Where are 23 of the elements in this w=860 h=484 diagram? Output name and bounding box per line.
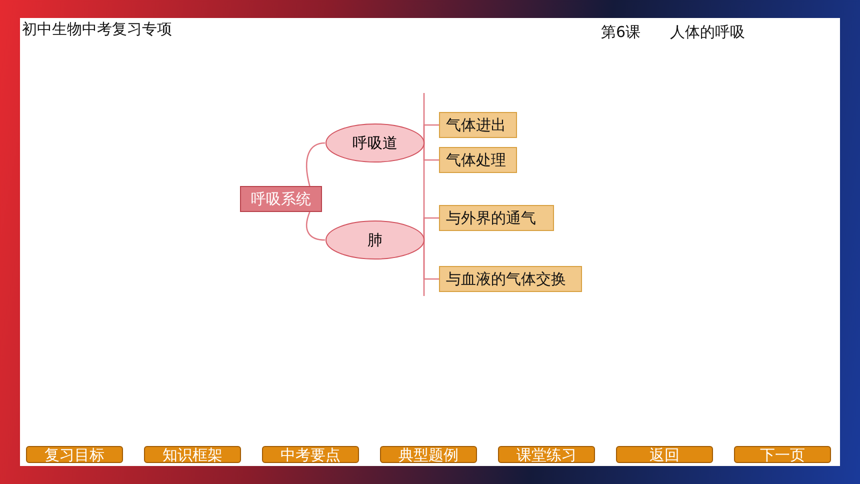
connector-line [423, 217, 439, 240]
connector-line [423, 240, 439, 280]
concept-box: 与血液的气体交换 [439, 266, 582, 292]
connector-line [306, 212, 326, 241]
nav-button: 返回 [616, 446, 713, 463]
topic-box: 呼吸系统 [240, 186, 322, 212]
concept-box: 气体处理 [439, 147, 517, 173]
topic-ellipse: 肺 [325, 220, 425, 260]
nav-button: 典型题例 [380, 446, 477, 463]
concept-box: 与外界的通气 [439, 205, 554, 231]
nav-button: 复习目标 [26, 446, 123, 463]
connector-line [423, 143, 439, 161]
lesson-title: 人体的呼吸 [670, 23, 745, 41]
nav-button: 中考要点 [262, 446, 359, 463]
nav-button: 知识框架 [144, 446, 241, 463]
topic-ellipse: 呼吸道 [325, 123, 425, 163]
nav-button: 下一页 [734, 446, 831, 463]
series-title: 初中生物中考复习专项 [22, 20, 172, 38]
nav-button: 课堂练习 [498, 446, 595, 463]
lesson-number: 第6课 [601, 23, 641, 41]
connector-line [306, 142, 326, 186]
concept-box: 气体进出 [439, 112, 517, 138]
connector-line [423, 124, 439, 143]
